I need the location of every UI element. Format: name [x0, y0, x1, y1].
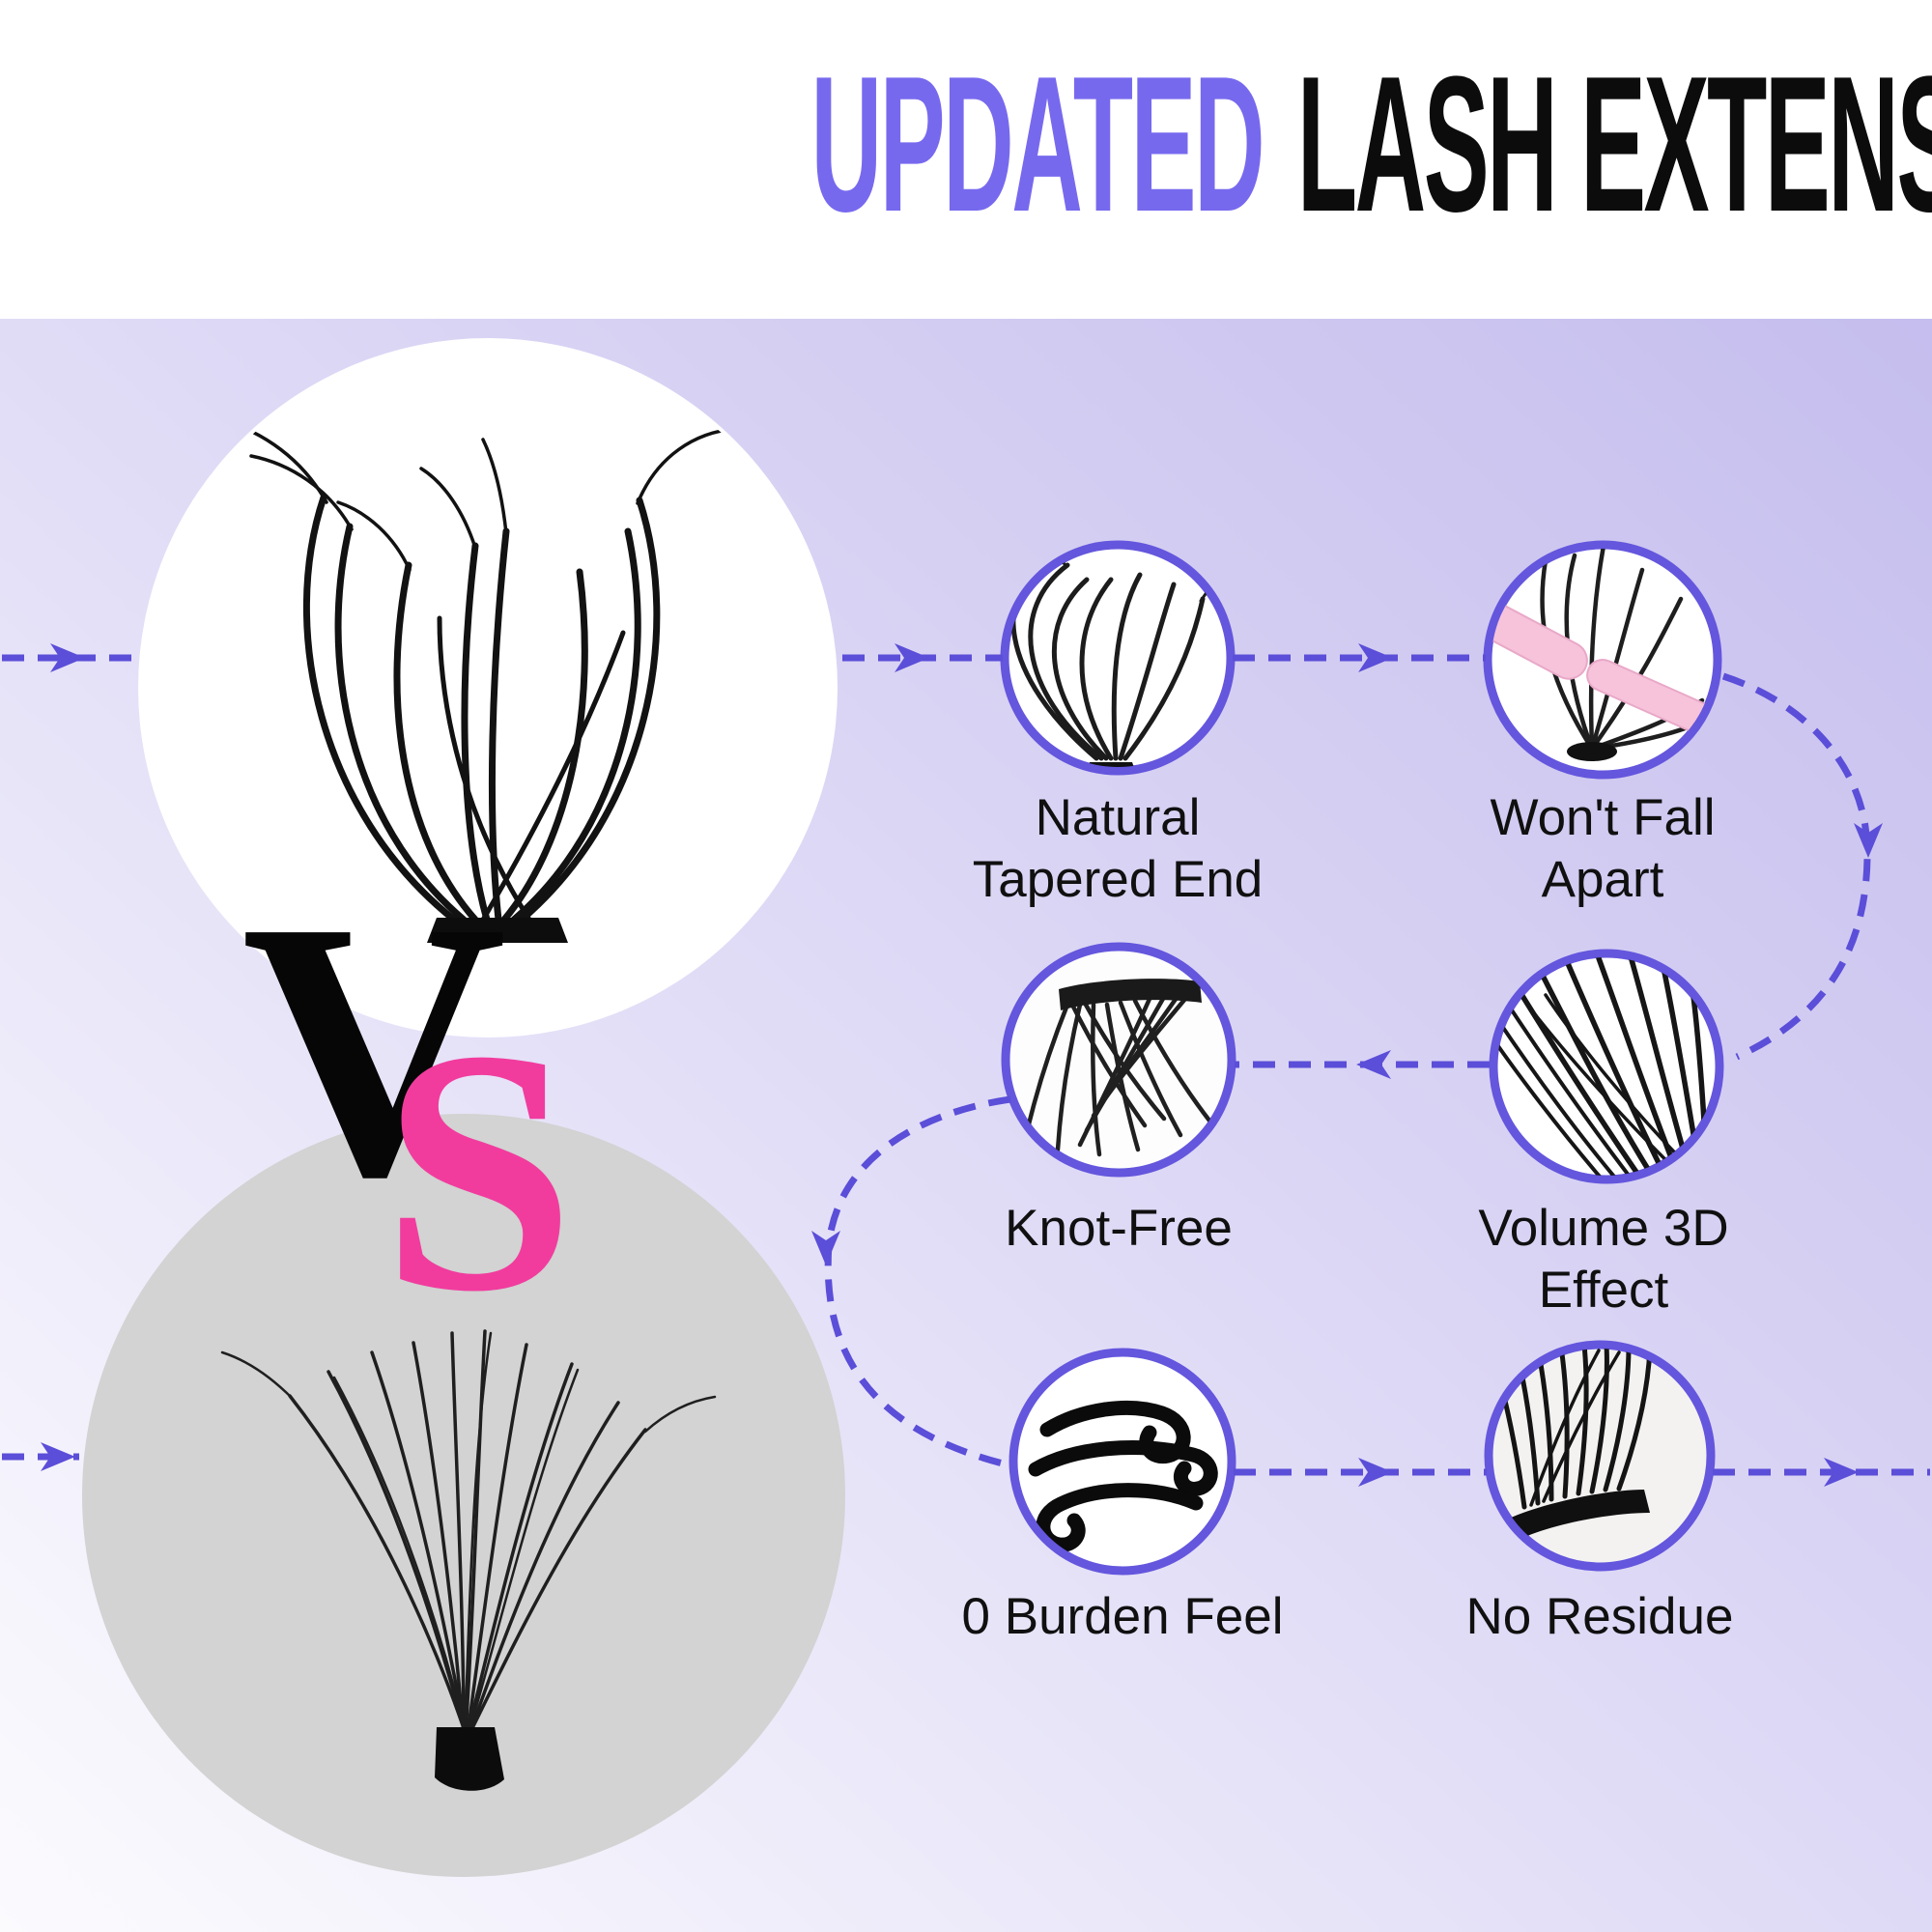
- title-highlight: UPDATED: [810, 37, 1265, 252]
- feature-label-volume-3d-effect: Volume 3D Effect: [1478, 1200, 1729, 1319]
- feature-label-wont-fall-apart: Won't Fall Apart: [1490, 789, 1716, 908]
- feature-label-zero-burden-feel: 0 Burden Feel: [961, 1588, 1284, 1645]
- feature-label-no-residue: No Residue: [1465, 1588, 1734, 1645]
- versus-letter-s: S: [382, 978, 576, 1363]
- feature-label-knot-free: Knot-Free: [1005, 1200, 1233, 1257]
- feature-label-natural-tapered-end: Natural Tapered End: [972, 789, 1264, 908]
- title-rest: LASH EXTENSION FIBERS: [1296, 37, 1932, 252]
